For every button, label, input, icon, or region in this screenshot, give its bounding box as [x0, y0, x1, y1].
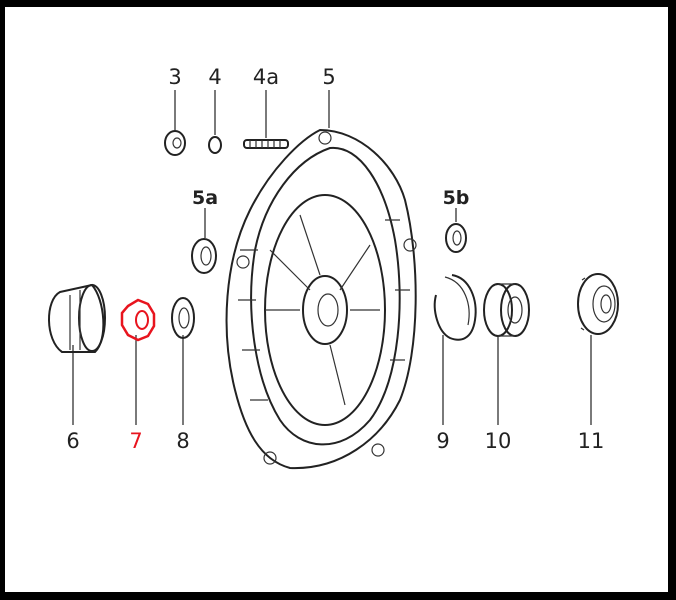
part-4a-screw[interactable]	[243, 139, 289, 149]
part-10-bearing[interactable]	[483, 283, 530, 337]
part-4-washer[interactable]	[208, 136, 222, 154]
leader-lines	[72, 90, 592, 425]
label-8[interactable]: 8	[176, 429, 189, 453]
label-5a[interactable]: 5a	[192, 187, 218, 209]
label-9[interactable]: 9	[436, 429, 449, 453]
part-5b-seal[interactable]	[445, 223, 467, 253]
label-3[interactable]: 3	[168, 65, 181, 89]
label-10[interactable]: 10	[485, 429, 512, 453]
exploded-parts-diagram: 3 4 4a 5 5a 5b 6 7 8 9 10 11	[48, 65, 619, 470]
part-8-washer[interactable]	[171, 297, 195, 339]
part-5-hub-housing[interactable]	[225, 128, 417, 470]
parts-diagram-canvas: 3 4 4a 5 5a 5b 6 7 8 9 10 11	[5, 7, 668, 592]
label-5b[interactable]: 5b	[443, 187, 470, 209]
part-11-bearing[interactable]	[577, 273, 619, 335]
part-5a-bushing[interactable]	[191, 238, 217, 274]
label-4[interactable]: 4	[208, 65, 221, 89]
label-4a[interactable]: 4a	[253, 65, 279, 89]
label-5[interactable]: 5	[322, 65, 335, 89]
label-11[interactable]: 11	[578, 429, 605, 453]
label-6[interactable]: 6	[66, 429, 79, 453]
label-7[interactable]: 7	[129, 429, 142, 453]
part-3-nut[interactable]	[164, 130, 186, 156]
part-9-circlip[interactable]	[433, 274, 477, 341]
part-7-nut-highlighted[interactable]	[120, 298, 156, 342]
part-6-cone[interactable]	[48, 283, 106, 353]
